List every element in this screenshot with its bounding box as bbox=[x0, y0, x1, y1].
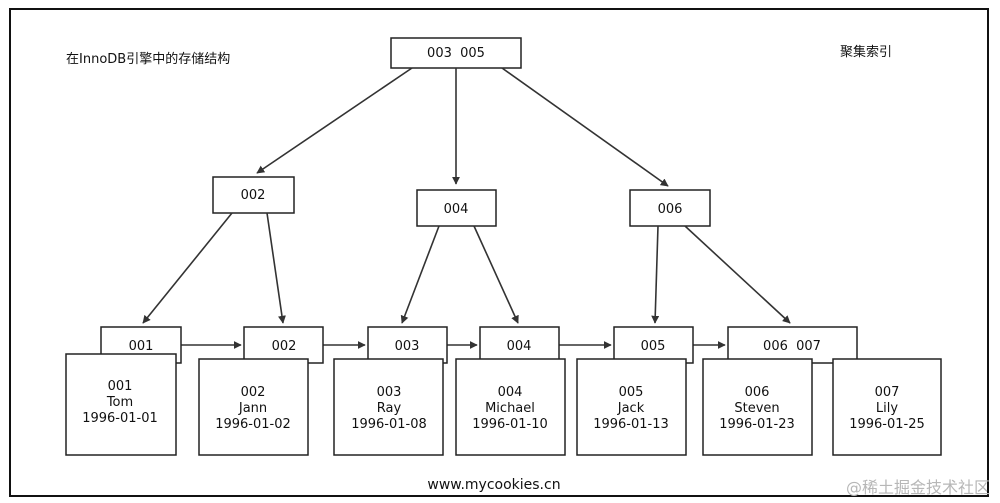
caption-right: 聚集索引 bbox=[840, 44, 892, 60]
record-id: 001 bbox=[108, 379, 133, 394]
edge-006-leaf005 bbox=[651, 225, 660, 324]
leaf-key-label: 004 bbox=[507, 339, 532, 354]
record-box: 003 Ray 1996-01-08 bbox=[333, 358, 444, 456]
record-id: 004 bbox=[498, 385, 523, 400]
leaf-key-box bbox=[479, 326, 560, 364]
record-box: 007 Lily 1996-01-25 bbox=[832, 358, 942, 456]
outer-frame bbox=[9, 8, 989, 497]
record-id: 002 bbox=[241, 385, 266, 400]
watermark-text: @稀土掘金技术社区 bbox=[846, 478, 990, 497]
record-box: 002 Jann 1996-01-02 bbox=[198, 358, 309, 456]
leaf-key-label: 003 bbox=[395, 339, 420, 354]
record-date: 1996-01-08 bbox=[351, 417, 427, 432]
record-name: Steven bbox=[734, 401, 779, 416]
edge-002-leaf001 bbox=[142, 212, 233, 324]
leaf-key-label: 001 bbox=[129, 339, 154, 354]
record-box: 006 Steven 1996-01-23 bbox=[702, 358, 813, 456]
leaf-key-label: 005 bbox=[641, 339, 666, 354]
internal-node-002 bbox=[212, 176, 295, 214]
internal-node-004-label: 004 bbox=[444, 202, 469, 217]
edge-004-leaf004 bbox=[473, 225, 519, 324]
leaf-key-box bbox=[367, 326, 448, 364]
record-box: 004 Michael 1996-01-10 bbox=[455, 358, 566, 456]
edge-006-leaf006 bbox=[684, 225, 791, 324]
internal-node-006 bbox=[629, 189, 711, 227]
record-name: Jack bbox=[617, 401, 645, 416]
leaf-key-box bbox=[613, 326, 694, 364]
root-node-label: 003 005 bbox=[427, 46, 485, 61]
record-id: 003 bbox=[377, 385, 402, 400]
record-box: 001 Tom 1996-01-01 bbox=[65, 353, 177, 456]
record-id: 005 bbox=[619, 385, 644, 400]
internal-node-004 bbox=[416, 189, 497, 227]
record-date: 1996-01-25 bbox=[849, 417, 925, 432]
leaf-key-label: 002 bbox=[272, 339, 297, 354]
record-box: 005 Jack 1996-01-13 bbox=[576, 358, 687, 456]
record-date: 1996-01-13 bbox=[593, 417, 669, 432]
record-name: Ray bbox=[377, 401, 402, 416]
footer-url: www.mycookies.cn bbox=[427, 477, 560, 493]
internal-node-006-label: 006 bbox=[658, 202, 683, 217]
record-date: 1996-01-23 bbox=[719, 417, 795, 432]
leaf-key-label: 006 007 bbox=[763, 339, 821, 354]
leaf-key-box bbox=[243, 326, 324, 364]
edge-002-leaf002 bbox=[266, 212, 286, 324]
record-name: Lily bbox=[876, 401, 898, 416]
record-id: 007 bbox=[875, 385, 900, 400]
edge-004-leaf003 bbox=[400, 225, 440, 324]
record-name: Michael bbox=[485, 401, 535, 416]
record-date: 1996-01-01 bbox=[82, 411, 158, 426]
record-name: Jann bbox=[238, 401, 267, 416]
caption-left: 在InnoDB引擎中的存储结构 bbox=[66, 51, 230, 67]
edge-root-002 bbox=[256, 67, 413, 174]
record-date: 1996-01-02 bbox=[215, 417, 291, 432]
record-id: 006 bbox=[745, 385, 770, 400]
record-name: Tom bbox=[106, 395, 133, 410]
internal-node-002-label: 002 bbox=[241, 188, 266, 203]
record-date: 1996-01-10 bbox=[472, 417, 548, 432]
edge-root-006 bbox=[501, 67, 669, 187]
